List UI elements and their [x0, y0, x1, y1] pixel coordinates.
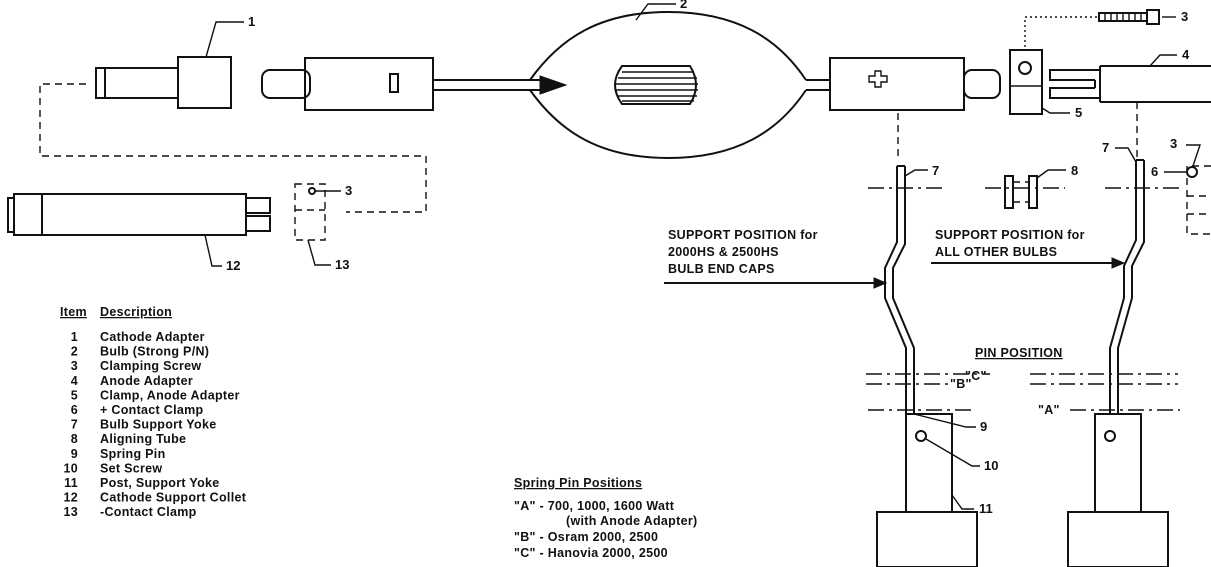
legend-item-number: 6 [71, 403, 78, 417]
support-yoke-left [884, 165, 915, 414]
legend-item-description: Clamping Screw [100, 359, 201, 373]
legend-item-number: 3 [71, 359, 78, 373]
legend-item-number: 4 [71, 374, 78, 388]
callout-3-mid: 3 [315, 183, 352, 198]
legend-item-description: Bulb Support Yoke [100, 418, 216, 432]
callout-10-label: 10 [984, 458, 998, 473]
support-yoke-right [1109, 159, 1145, 414]
legend-item-description: Cathode Support Collet [100, 491, 247, 505]
callout-4: 4 [1149, 47, 1190, 67]
legend-item-description: + Contact Clamp [100, 403, 204, 417]
cathode-support-collet [7, 193, 271, 236]
post-left [876, 413, 978, 567]
pin-label-c: "C" [965, 369, 987, 383]
legend-item-description: Cathode Adapter [100, 330, 205, 344]
callout-1: 1 [205, 14, 255, 58]
legend-item-description: Aligning Tube [100, 432, 186, 446]
support-left-line-2: 2000HS & 2500HS [668, 245, 779, 259]
callout-13: 13 [307, 239, 349, 272]
pin-label-a: "A" [1038, 403, 1060, 417]
legend-item-description: Bulb (Strong P/N) [100, 345, 209, 359]
callout-3-top-label: 3 [1181, 9, 1188, 24]
pin-position-title: PIN POSITION [975, 346, 1063, 360]
callout-9-label: 9 [980, 419, 987, 434]
negative-contact-clamp [294, 183, 326, 241]
callout-7-left-label: 7 [932, 163, 939, 178]
callout-7-right-label: 7 [1102, 140, 1109, 155]
callout-6: 6 [1151, 164, 1186, 179]
legend-item-description: Set Screw [100, 461, 162, 475]
bulb-anode-end [829, 57, 1001, 111]
callout-8-label: 8 [1071, 163, 1078, 178]
callout-7-right: 7 [1102, 140, 1137, 163]
anode-adapter [1049, 65, 1211, 103]
callout-11-label: 11 [979, 501, 993, 516]
callout-3-top: 3 [1162, 9, 1188, 24]
item-legend: Item Description 1 Cathode Adapter 2 Bulb (… [60, 305, 246, 519]
callout-10: 10 [925, 438, 998, 473]
spring-pin-positions: Spring Pin Positions "A" - 700, 1000, 16… [514, 476, 697, 560]
legend-item-description: Clamp, Anode Adapter [100, 388, 240, 402]
callout-1-label: 1 [248, 14, 255, 29]
positive-contact-clamp [1186, 165, 1211, 235]
callout-3-mid-label: 3 [345, 183, 352, 198]
callout-11: 11 [951, 494, 993, 516]
legend-item-number: 13 [63, 505, 78, 519]
legend-item-number: 12 [63, 491, 78, 505]
pin-label-b: "B" [950, 377, 972, 391]
callout-3-right: 3 [1170, 136, 1201, 167]
support-right-line-2: ALL OTHER BULBS [935, 245, 1057, 259]
connector-dotted-screw [1024, 16, 1097, 48]
clamp-anode-adapter [1009, 49, 1043, 115]
spring-pin-line-a-note: (with Anode Adapter) [566, 514, 697, 528]
callout-12-label: 12 [226, 258, 240, 273]
callout-5: 5 [1041, 105, 1082, 120]
bulb-electrode-hatch [616, 71, 698, 102]
legend-desc-header: Description [100, 305, 172, 319]
post-right [1067, 413, 1169, 567]
callout-12: 12 [204, 234, 240, 273]
support-position-left-note: SUPPORT POSITION for 2000HS & 2500HS BUL… [664, 228, 888, 289]
legend-item-header: Item [60, 305, 87, 319]
support-left-line-3: BULB END CAPS [668, 262, 775, 276]
bulb-cathode-end [261, 57, 568, 111]
connector-dashed-cathode [39, 83, 427, 213]
legend-item-number: 10 [63, 461, 78, 475]
callout-6-label: 6 [1151, 164, 1158, 179]
callout-5-label: 5 [1075, 105, 1082, 120]
callout-2-label: 2 [680, 0, 687, 11]
legend-item-description: Anode Adapter [100, 374, 193, 388]
aligning-tube [1004, 175, 1038, 209]
callout-2: 2 [635, 0, 687, 21]
legend-item-number: 11 [64, 476, 78, 490]
spring-pin-line-c: "C" - Hanovia 2000, 2500 [514, 546, 668, 560]
legend-item-description: Spring Pin [100, 447, 166, 461]
callout-8: 8 [1036, 163, 1078, 179]
cathode-adapter [95, 56, 232, 109]
legend-item-number: 2 [71, 345, 78, 359]
callout-4-label: 4 [1182, 47, 1190, 62]
legend-item-number: 8 [71, 432, 78, 446]
spring-pin-line-b: "B" - Osram 2000, 2500 [514, 530, 658, 544]
legend-item-description: Post, Support Yoke [100, 476, 220, 490]
callout-13-label: 13 [335, 257, 349, 272]
callout-3-right-label: 3 [1170, 136, 1177, 151]
legend-item-number: 9 [71, 447, 78, 461]
legend-item-number: 1 [71, 330, 78, 344]
bulb-envelope [529, 10, 830, 160]
callout-7-left: 7 [904, 163, 939, 178]
support-left-line-1: SUPPORT POSITION for [668, 228, 818, 242]
clamping-screw-top [1098, 9, 1160, 25]
support-position-right-note: SUPPORT POSITION for ALL OTHER BULBS [931, 228, 1126, 269]
spring-pin-line-a: "A" - 700, 1000, 1600 Watt [514, 499, 675, 513]
spring-pin-title: Spring Pin Positions [514, 476, 642, 490]
support-right-line-1: SUPPORT POSITION for [935, 228, 1085, 242]
legend-item-description: -Contact Clamp [100, 505, 197, 519]
callout-9: 9 [913, 413, 987, 434]
pin-position-lines: PIN POSITION "B" "C" "A" [866, 346, 1180, 417]
legend-item-number: 5 [71, 388, 78, 402]
legend-item-number: 7 [71, 418, 78, 432]
